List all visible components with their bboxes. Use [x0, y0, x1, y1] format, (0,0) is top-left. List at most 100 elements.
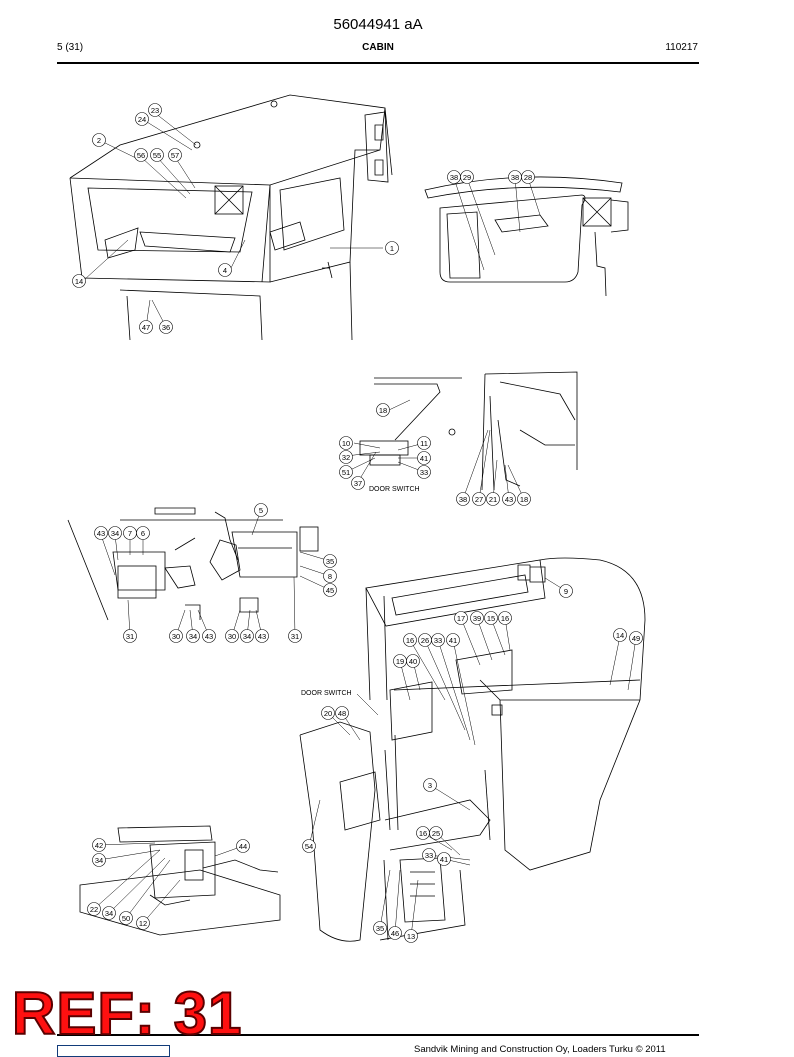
callout-bubble — [446, 633, 460, 647]
callout-number: 24 — [138, 115, 146, 124]
ref-watermark: REF: 31 — [11, 980, 243, 1047]
callout-number: 38 — [511, 173, 519, 182]
callout-bubble — [139, 320, 153, 334]
door-switch-label-2: DOOR SWITCH — [301, 690, 352, 697]
callout-bubble — [339, 436, 353, 450]
callout-number: 56 — [137, 151, 145, 160]
callout-bubble — [150, 148, 164, 162]
callout-bubble — [134, 148, 148, 162]
callout-bubble — [323, 554, 337, 568]
callout-bubble — [422, 848, 436, 862]
callout-number: 30 — [172, 632, 180, 641]
callout-number: 34 — [189, 632, 197, 641]
door-switch-view — [359, 371, 578, 491]
callout-bubble — [92, 853, 106, 867]
callout-number: 2 — [97, 136, 101, 145]
callout-bubble — [148, 103, 162, 117]
callout-number: 23 — [151, 106, 159, 115]
callout-bubble — [472, 492, 486, 506]
callout-number: 36 — [162, 323, 170, 332]
callout-bubble — [288, 629, 302, 643]
callout-number: 16 — [406, 636, 414, 645]
callout-number: 14 — [616, 631, 624, 640]
callout-number: 14 — [75, 277, 83, 286]
callout-bubble — [254, 503, 268, 517]
callout-bubble — [437, 852, 451, 866]
callout-number: 22 — [90, 905, 98, 914]
callout-number: 11 — [420, 439, 428, 448]
callout-bubble — [169, 629, 183, 643]
document-number: 56044941 aA — [333, 16, 423, 33]
callout-number: 12 — [139, 919, 147, 928]
section-title: CABIN — [362, 42, 394, 53]
callout-bubble — [159, 320, 173, 334]
callout-number: 45 — [326, 586, 334, 595]
date-code: 110217 — [665, 42, 698, 53]
callout-number: 31 — [291, 632, 299, 641]
callout-bubble — [225, 629, 239, 643]
callout-number: 38 — [459, 495, 467, 504]
callout-number: 48 — [338, 709, 346, 718]
callout-bubble — [135, 112, 149, 126]
callout-number: 30 — [228, 632, 236, 641]
callout-bubble — [72, 274, 86, 288]
callout-bubble — [454, 611, 468, 625]
callout-number: 44 — [239, 842, 247, 851]
callout-bubble — [373, 921, 387, 935]
callout-bubble — [136, 526, 150, 540]
callout-number: 5 — [259, 506, 263, 515]
door-switch-label: DOOR SWITCH — [369, 486, 420, 493]
callout-bubble — [335, 706, 349, 720]
footer-rule — [57, 1034, 699, 1036]
callout-number: 31 — [126, 632, 134, 641]
callout-number: 15 — [487, 614, 495, 623]
callout-number: 54 — [305, 842, 313, 851]
callout-bubble — [423, 778, 437, 792]
callout-bubble — [92, 838, 106, 852]
callout-number: 34 — [111, 529, 119, 538]
callout-bubble — [339, 450, 353, 464]
callout-number: 43 — [505, 495, 513, 504]
callout-number: 34 — [95, 856, 103, 865]
callout-bubble — [502, 492, 516, 506]
callout-bubble — [87, 902, 101, 916]
callout-bubble — [255, 629, 269, 643]
callout-bubble — [385, 241, 399, 255]
callout-number: 20 — [324, 709, 332, 718]
callout-bubble — [236, 839, 250, 853]
callout-number: 18 — [520, 495, 528, 504]
callout-bubble — [460, 170, 474, 184]
callout-number: 38 — [450, 173, 458, 182]
callout-bubble — [429, 826, 443, 840]
callout-bubble — [417, 465, 431, 479]
callout-number: 26 — [421, 636, 429, 645]
callout-bubble — [168, 148, 182, 162]
callout-bubble — [218, 263, 232, 277]
callout-number: 55 — [153, 151, 161, 160]
callout-number: 43 — [205, 632, 213, 641]
callout-number: 25 — [432, 829, 440, 838]
cabin-roof-view — [69, 94, 393, 341]
cabin-interior-view — [299, 557, 646, 942]
callout-bubble — [498, 611, 512, 625]
callout-bubble — [186, 629, 200, 643]
callout-bubble — [431, 633, 445, 647]
callout-number: 19 — [396, 657, 404, 666]
callout-bubble — [351, 476, 365, 490]
callout-bubble — [629, 631, 643, 645]
callout-number: 3 — [428, 781, 432, 790]
callout-number: 35 — [326, 557, 334, 566]
callout-bubble — [339, 465, 353, 479]
callout-bubble — [376, 403, 390, 417]
callout-number: 41 — [440, 855, 448, 864]
callout-number: 17 — [457, 614, 465, 623]
callout-bubble — [403, 633, 417, 647]
callout-bubble — [613, 628, 627, 642]
callout-bubble — [404, 929, 418, 943]
callout-number: 8 — [328, 572, 332, 581]
callout-number: 42 — [95, 841, 103, 850]
callout-number: 50 — [122, 914, 130, 923]
callout-number: 34 — [243, 632, 251, 641]
